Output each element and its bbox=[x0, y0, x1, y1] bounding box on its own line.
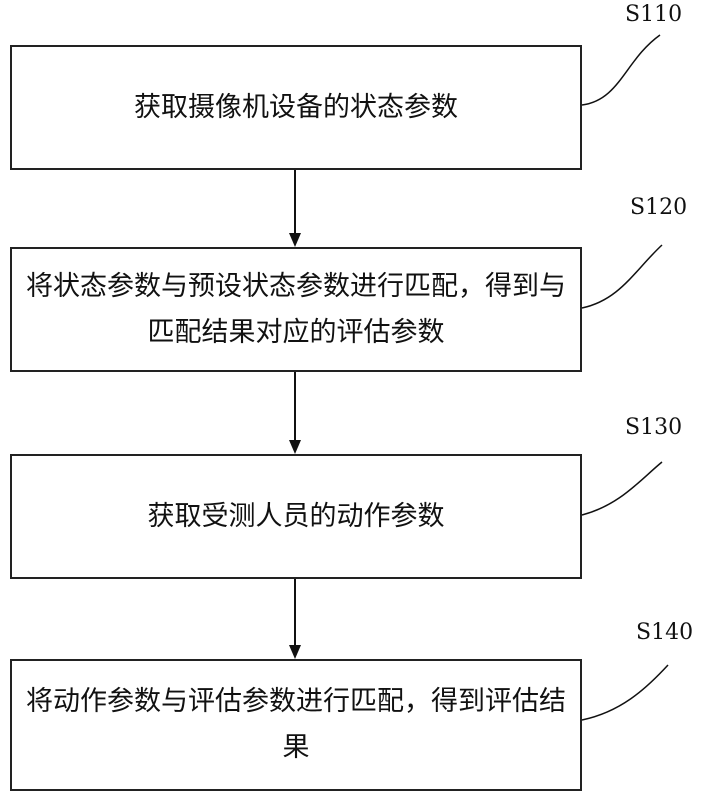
step-text-s110: 获取摄像机设备的状态参数 bbox=[134, 91, 458, 123]
leader-line-s110 bbox=[581, 34, 661, 106]
leader-line-s130 bbox=[581, 461, 663, 516]
leader-line-s140 bbox=[581, 664, 669, 721]
step-box-s110: 获取摄像机设备的状态参数 bbox=[10, 45, 582, 170]
step-text-s120: 将状态参数与预设状态参数进行匹配，得到与匹配结果对应的评估参数 bbox=[26, 270, 566, 348]
step-label-s130: S130 bbox=[625, 415, 683, 440]
step-box-s130: 获取受测人员的动作参数 bbox=[10, 454, 582, 579]
step-text-s130: 获取受测人员的动作参数 bbox=[147, 500, 445, 532]
leader-line-s120 bbox=[581, 244, 663, 309]
step-box-s120: 将状态参数与预设状态参数进行匹配，得到与匹配结果对应的评估参数 bbox=[10, 247, 582, 372]
arrow-s120-to-s130 bbox=[289, 372, 301, 454]
step-text-s140: 将动作参数与评估参数进行匹配，得到评估结果 bbox=[26, 686, 566, 763]
step-label-s110: S110 bbox=[625, 2, 683, 27]
arrow-s130-to-s140 bbox=[289, 579, 301, 659]
step-label-s140: S140 bbox=[636, 620, 694, 645]
step-box-s140: 将动作参数与评估参数进行匹配，得到评估结果 bbox=[10, 659, 582, 791]
step-label-s120: S120 bbox=[630, 195, 688, 220]
arrow-s110-to-s120 bbox=[289, 170, 301, 247]
